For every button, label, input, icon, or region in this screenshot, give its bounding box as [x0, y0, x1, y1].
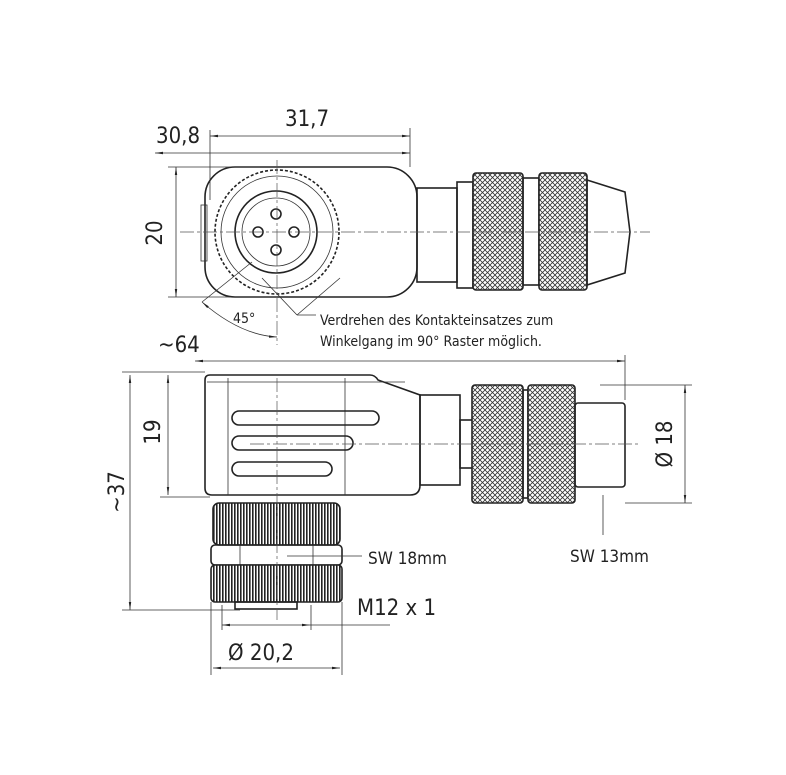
dim-64: ~64	[158, 333, 200, 358]
coupling-thread-knurl	[210, 564, 343, 603]
grip-slots	[231, 410, 380, 477]
dim-19: 19	[141, 419, 166, 444]
cable-nut-side	[574, 402, 626, 488]
label-sw13: SW 13mm	[570, 547, 649, 567]
dim-diameter-20-2: Ø 20,2	[228, 641, 294, 666]
top-view	[155, 128, 650, 345]
housing-side	[204, 374, 421, 496]
dim-31-7: 31,7	[285, 107, 329, 132]
knurled-sleeve-2	[538, 172, 588, 291]
hex-nut	[210, 544, 343, 566]
coupling-nut-knurl	[212, 502, 341, 546]
note-line-2: Winkelgang im 90° Raster möglich.	[320, 334, 542, 350]
dim-30-8: 30,8	[156, 124, 200, 149]
note-line-1: Verdrehen des Kontakteinsatzes zum	[320, 313, 553, 329]
dim-angle-45: 45°	[233, 311, 255, 327]
label-thread-m12: M12 x 1	[357, 596, 436, 621]
label-sw18: SW 18mm	[368, 549, 447, 569]
neck-side	[419, 394, 461, 486]
cable-nut	[586, 178, 631, 287]
neck	[416, 187, 458, 283]
dim-20: 20	[143, 220, 168, 245]
contact-pins	[252, 208, 300, 256]
dim-37: ~37	[105, 471, 130, 513]
dim-diameter-18: Ø 18	[653, 420, 678, 467]
knurled-sleeve-1	[472, 172, 524, 291]
side-view	[122, 355, 692, 675]
